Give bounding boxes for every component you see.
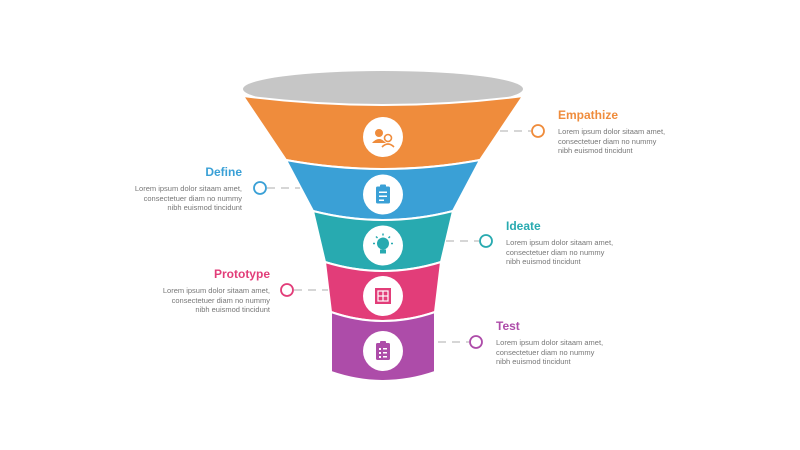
description-line: Lorem ipsum dolor sitaam amet, <box>506 238 614 247</box>
description-line: Lorem ipsum dolor sitaam amet, <box>162 286 270 295</box>
description-line: consectetuer diam no nummy <box>496 347 595 357</box>
blueprint-icon <box>375 288 391 304</box>
clipboard-icon <box>376 184 390 204</box>
description-line: nibh euismod tincidunt <box>195 305 270 314</box>
funnel-top-ellipse <box>243 71 523 107</box>
stage-title: Prototype <box>213 267 270 281</box>
description-line: consectetuer diam no nummy <box>506 247 605 257</box>
stage-description: Lorem ipsum dolor sitaam amet,consectetu… <box>496 338 726 367</box>
description-line: consectetuer diam no nummy <box>143 193 242 203</box>
stage-icon-circle <box>363 117 403 157</box>
checklist-icon <box>376 341 390 360</box>
stage-title: Define <box>205 165 242 179</box>
stage-description: Lorem ipsum dolor sitaam amet,consectetu… <box>506 238 736 267</box>
lightbulb-icon <box>373 233 393 254</box>
stage-marker-ring <box>531 124 545 138</box>
description-line: nibh euismod tincidunt <box>167 203 242 212</box>
description-line: Lorem ipsum dolor sitaam amet, <box>558 127 666 136</box>
stage-description: Lorem ipsum dolor sitaam amet,consectetu… <box>558 127 788 156</box>
stage-title: Test <box>496 319 520 333</box>
description-line: Lorem ipsum dolor sitaam amet, <box>134 184 242 193</box>
description-line: consectetuer diam no nummy <box>171 295 270 305</box>
description-line: nibh euismod tincidunt <box>558 146 633 155</box>
stage-marker-ring <box>280 283 294 297</box>
stage-marker-ring <box>253 181 267 195</box>
stage-marker-ring <box>479 234 493 248</box>
description-line: Lorem ipsum dolor sitaam amet, <box>496 338 604 347</box>
stage-description: Lorem ipsum dolor sitaam amet,consectetu… <box>12 184 242 213</box>
description-line: nibh euismod tincidunt <box>506 257 581 266</box>
stage-description: Lorem ipsum dolor sitaam amet,consectetu… <box>40 286 270 315</box>
stage-marker-ring <box>469 335 483 349</box>
stage-title: Ideate <box>506 219 541 233</box>
stage-title: Empathize <box>558 108 619 122</box>
description-line: nibh euismod tincidunt <box>496 357 571 366</box>
description-line: consectetuer diam no nummy <box>558 136 657 146</box>
people-icon <box>372 129 395 148</box>
